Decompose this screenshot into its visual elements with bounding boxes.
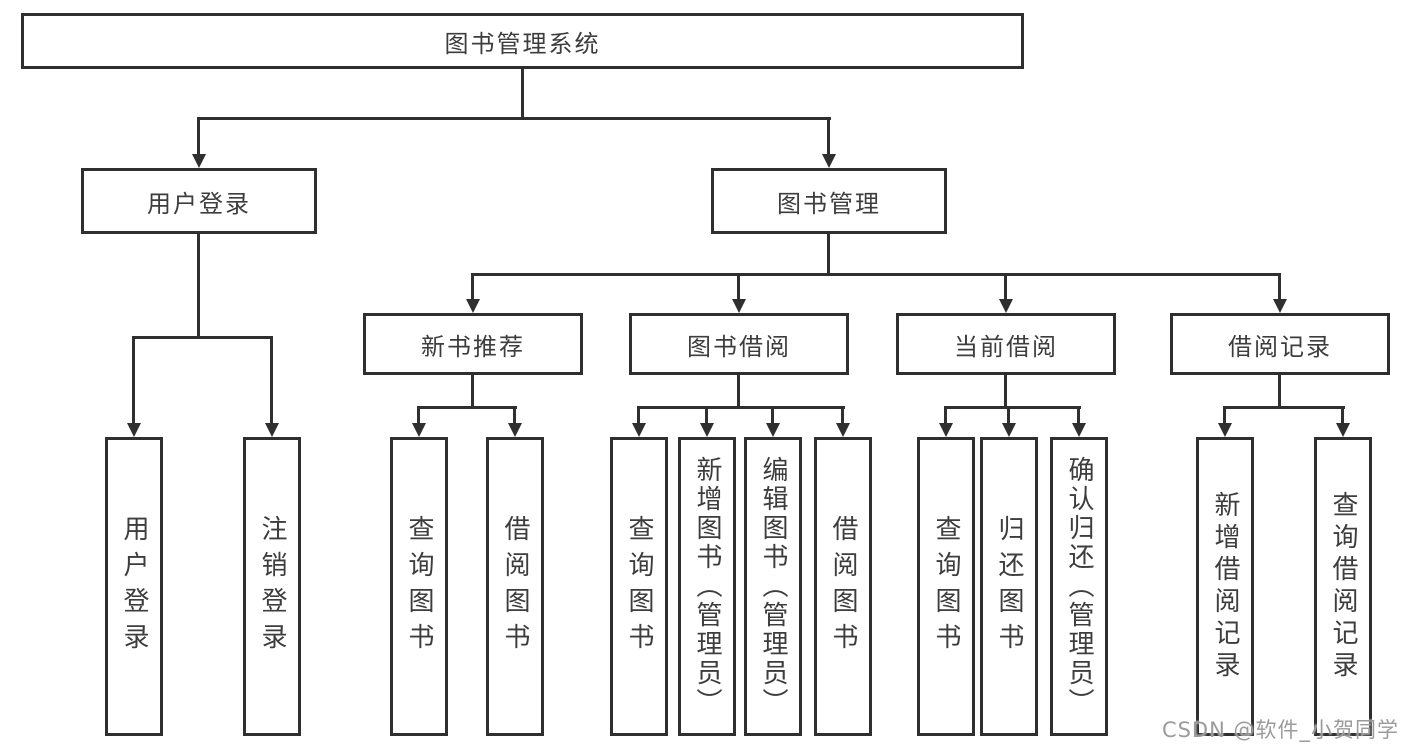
arrowhead-current-borrow [999, 299, 1013, 313]
leaf-add-books-admin: 新增图书（管理员） [678, 437, 736, 736]
node-book-management: 图书管理 [711, 168, 947, 234]
node-new-book-recommend: 新书推荐 [363, 313, 583, 375]
connector-user-login-stub [197, 234, 200, 336]
leaf-user-login: 用户登录 [105, 437, 163, 736]
node-user-login: 用户登录 [81, 168, 317, 234]
connector-recommend-child2 [513, 406, 516, 423]
connector-book-mgmt-rail [471, 273, 1281, 276]
arrowhead-book-borrow [732, 299, 746, 313]
arrowhead-current-child2 [1002, 423, 1016, 437]
csdn-watermark: CSDN @软件_小贺同学 [1161, 718, 1399, 742]
connector-borrow-child3 [771, 406, 774, 423]
arrowhead-records-child1 [1218, 423, 1232, 437]
arrowhead-new-book-recommend [466, 299, 480, 313]
node-book-borrow: 图书借阅 [629, 313, 849, 375]
arrowhead-current-child3 [1072, 423, 1086, 437]
connector-borrow-child4 [841, 406, 844, 423]
connector-current-child3 [1077, 406, 1080, 423]
arrowhead-borrow-child3 [766, 423, 780, 437]
arrowhead-recommend-child1 [412, 423, 426, 437]
connector-current-child1 [944, 406, 947, 423]
arrowhead-book-management [822, 154, 836, 168]
leaf-query-borrow-record: 查询借阅记录 [1314, 437, 1372, 736]
connector-current-rail [944, 406, 1081, 409]
node-current-borrow: 当前借阅 [896, 313, 1116, 375]
connector-to-current-borrow [1004, 273, 1007, 299]
leaf-query-books-borrow: 查询图书 [610, 437, 668, 736]
connector-to-book-management [827, 117, 830, 154]
arrowhead-leaf-logout [265, 423, 279, 437]
connector-recommend-child1 [417, 406, 420, 423]
leaf-borrow-books: 借阅图书 [814, 437, 872, 736]
connector-user-login-rail [132, 336, 273, 339]
arrowhead-borrow-child1 [632, 423, 646, 437]
leaf-add-borrow-record: 新增借阅记录 [1196, 437, 1254, 736]
connector-root-rail [197, 117, 831, 120]
connector-to-borrow-records [1278, 273, 1281, 299]
arrowhead-recommend-child2 [508, 423, 522, 437]
arrowhead-user-login [192, 154, 206, 168]
leaf-edit-books-admin: 编辑图书（管理员） [744, 437, 802, 736]
arrowhead-borrow-child4 [836, 423, 850, 437]
leaf-confirm-return-admin: 确认归还（管理员） [1050, 437, 1108, 736]
arrowhead-current-child1 [939, 423, 953, 437]
connector-recommend-rail [417, 406, 517, 409]
arrowhead-leaf-user-login [127, 423, 141, 437]
connector-root-stub [521, 69, 524, 117]
connector-to-leaf-logout [270, 336, 273, 423]
node-borrow-records: 借阅记录 [1170, 313, 1390, 375]
leaf-query-books-current: 查询图书 [917, 437, 975, 736]
connector-to-new-book-recommend [471, 273, 474, 299]
connector-records-rail [1223, 406, 1345, 409]
connector-current-child2 [1007, 406, 1010, 423]
connector-book-mgmt-stub [827, 234, 830, 273]
connector-borrow-child2 [705, 406, 708, 423]
leaf-return-books: 归还图书 [980, 437, 1038, 736]
connector-borrow-child1 [637, 406, 640, 423]
connector-records-child1 [1223, 406, 1226, 423]
connector-current-stub [1004, 375, 1007, 406]
connector-records-stub [1278, 375, 1281, 406]
connector-borrow-stub [737, 375, 740, 406]
leaf-query-books-recommend: 查询图书 [390, 437, 448, 736]
arrowhead-borrow-records [1273, 299, 1287, 313]
leaf-logout: 注销登录 [243, 437, 301, 736]
node-library-management-system: 图书管理系统 [21, 13, 1024, 69]
leaf-borrow-books-recommend: 借阅图书 [486, 437, 544, 736]
connector-records-child2 [1341, 406, 1344, 423]
connector-borrow-rail [637, 406, 845, 409]
connector-to-leaf-user-login [132, 336, 135, 423]
connector-recommend-stub [471, 375, 474, 406]
arrowhead-records-child2 [1336, 423, 1350, 437]
connector-to-user-login [197, 117, 200, 154]
connector-to-book-borrow [737, 273, 740, 299]
arrowhead-borrow-child2 [700, 423, 714, 437]
